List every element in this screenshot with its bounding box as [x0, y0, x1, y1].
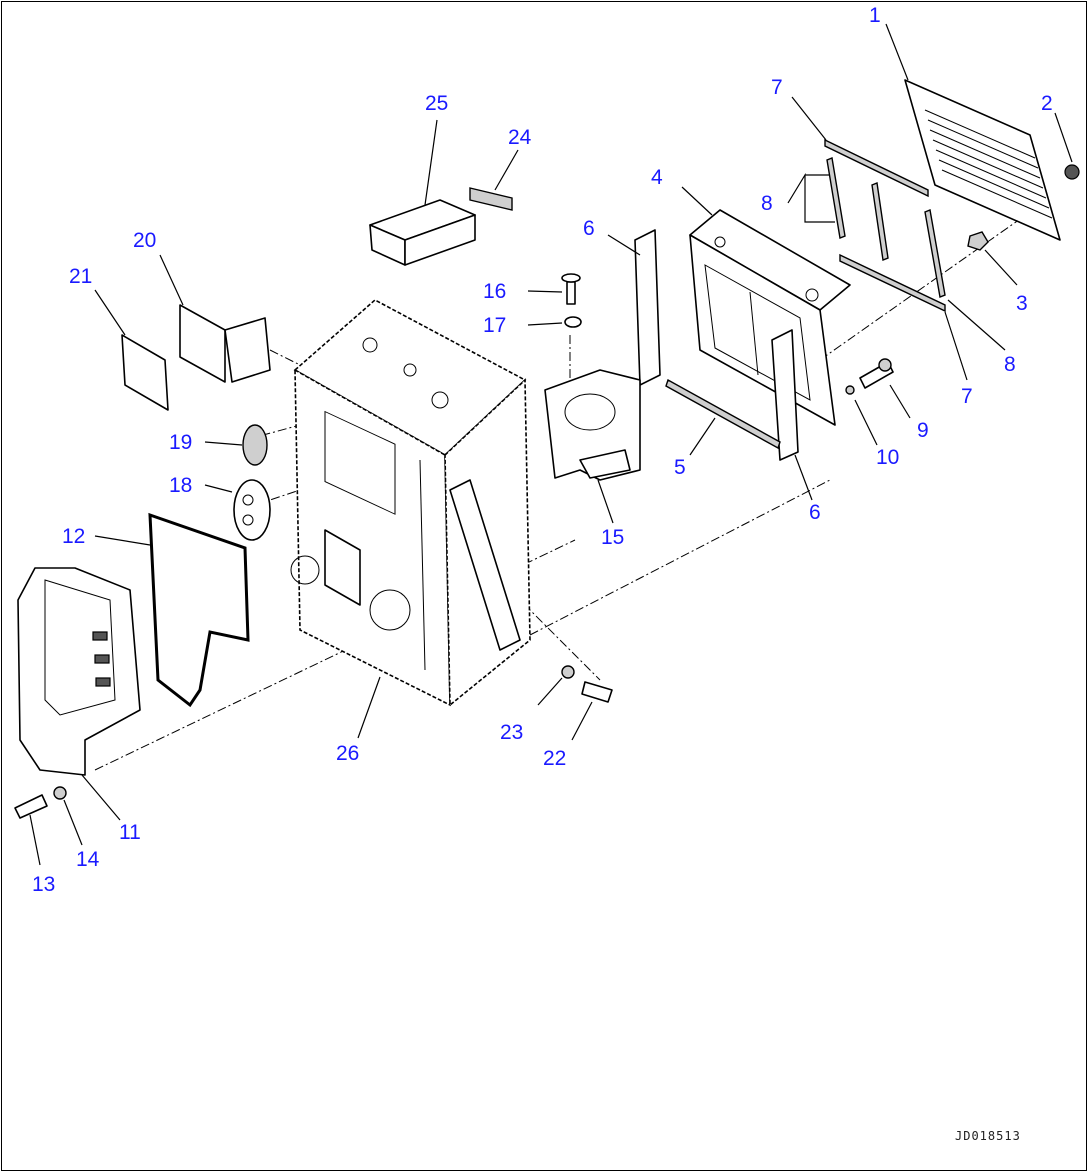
knob-part — [1064, 164, 1080, 180]
bracket-right-part — [771, 329, 799, 461]
callout-1: 1 — [869, 4, 881, 27]
callout-2: 2 — [1041, 92, 1053, 115]
bolt-washer-lower-part — [14, 786, 67, 819]
box-part — [369, 187, 513, 266]
callout-14: 14 — [76, 848, 100, 871]
bolt-washer-right-part — [561, 665, 613, 703]
callout-25: 25 — [425, 92, 449, 115]
callout-7-upper: 7 — [771, 76, 783, 99]
callout-22: 22 — [543, 747, 567, 770]
callout-15: 15 — [601, 526, 625, 549]
callout-10: 10 — [876, 446, 900, 469]
callout-5: 5 — [674, 456, 686, 479]
callout-6-lower: 6 — [809, 501, 821, 524]
cover-housing-part — [17, 567, 141, 776]
covers-part — [233, 424, 271, 541]
plate-small-part — [121, 304, 271, 411]
main-frame-part — [290, 299, 531, 707]
grille-panel-part — [904, 79, 1061, 241]
drawing-code: JD018513 — [955, 1129, 1021, 1143]
seal-strip-bottom-part — [665, 378, 781, 450]
callout-21: 21 — [69, 265, 93, 288]
bolt-washer-part — [845, 358, 894, 395]
callout-23: 23 — [500, 721, 524, 744]
callout-8-upper: 8 — [761, 192, 773, 215]
callout-3: 3 — [1016, 292, 1028, 315]
callout-11: 11 — [119, 821, 141, 844]
callout-26: 26 — [336, 742, 360, 765]
callout-16: 16 — [483, 280, 507, 303]
callout-18: 18 — [169, 474, 193, 497]
nut-part — [967, 231, 989, 251]
callout-20: 20 — [133, 229, 157, 252]
plate-part — [544, 369, 641, 481]
callout-8-lower: 8 — [1004, 353, 1016, 376]
gasket-part — [148, 512, 250, 708]
screw-washer-part — [561, 273, 582, 328]
callout-7-lower: 7 — [961, 385, 973, 408]
leader-lines — [29, 23, 1073, 866]
seal-strips-part — [824, 138, 946, 313]
callout-6-upper: 6 — [583, 217, 595, 240]
callout-4: 4 — [651, 166, 663, 189]
bracket-left-part — [634, 229, 661, 386]
callout-17: 17 — [483, 314, 507, 337]
callout-24: 24 — [508, 126, 532, 149]
callout-9: 9 — [917, 419, 929, 442]
callout-19: 19 — [169, 431, 193, 454]
callout-12: 12 — [62, 525, 86, 548]
callout-13: 13 — [32, 873, 56, 896]
radiator-frame-part — [689, 209, 851, 426]
